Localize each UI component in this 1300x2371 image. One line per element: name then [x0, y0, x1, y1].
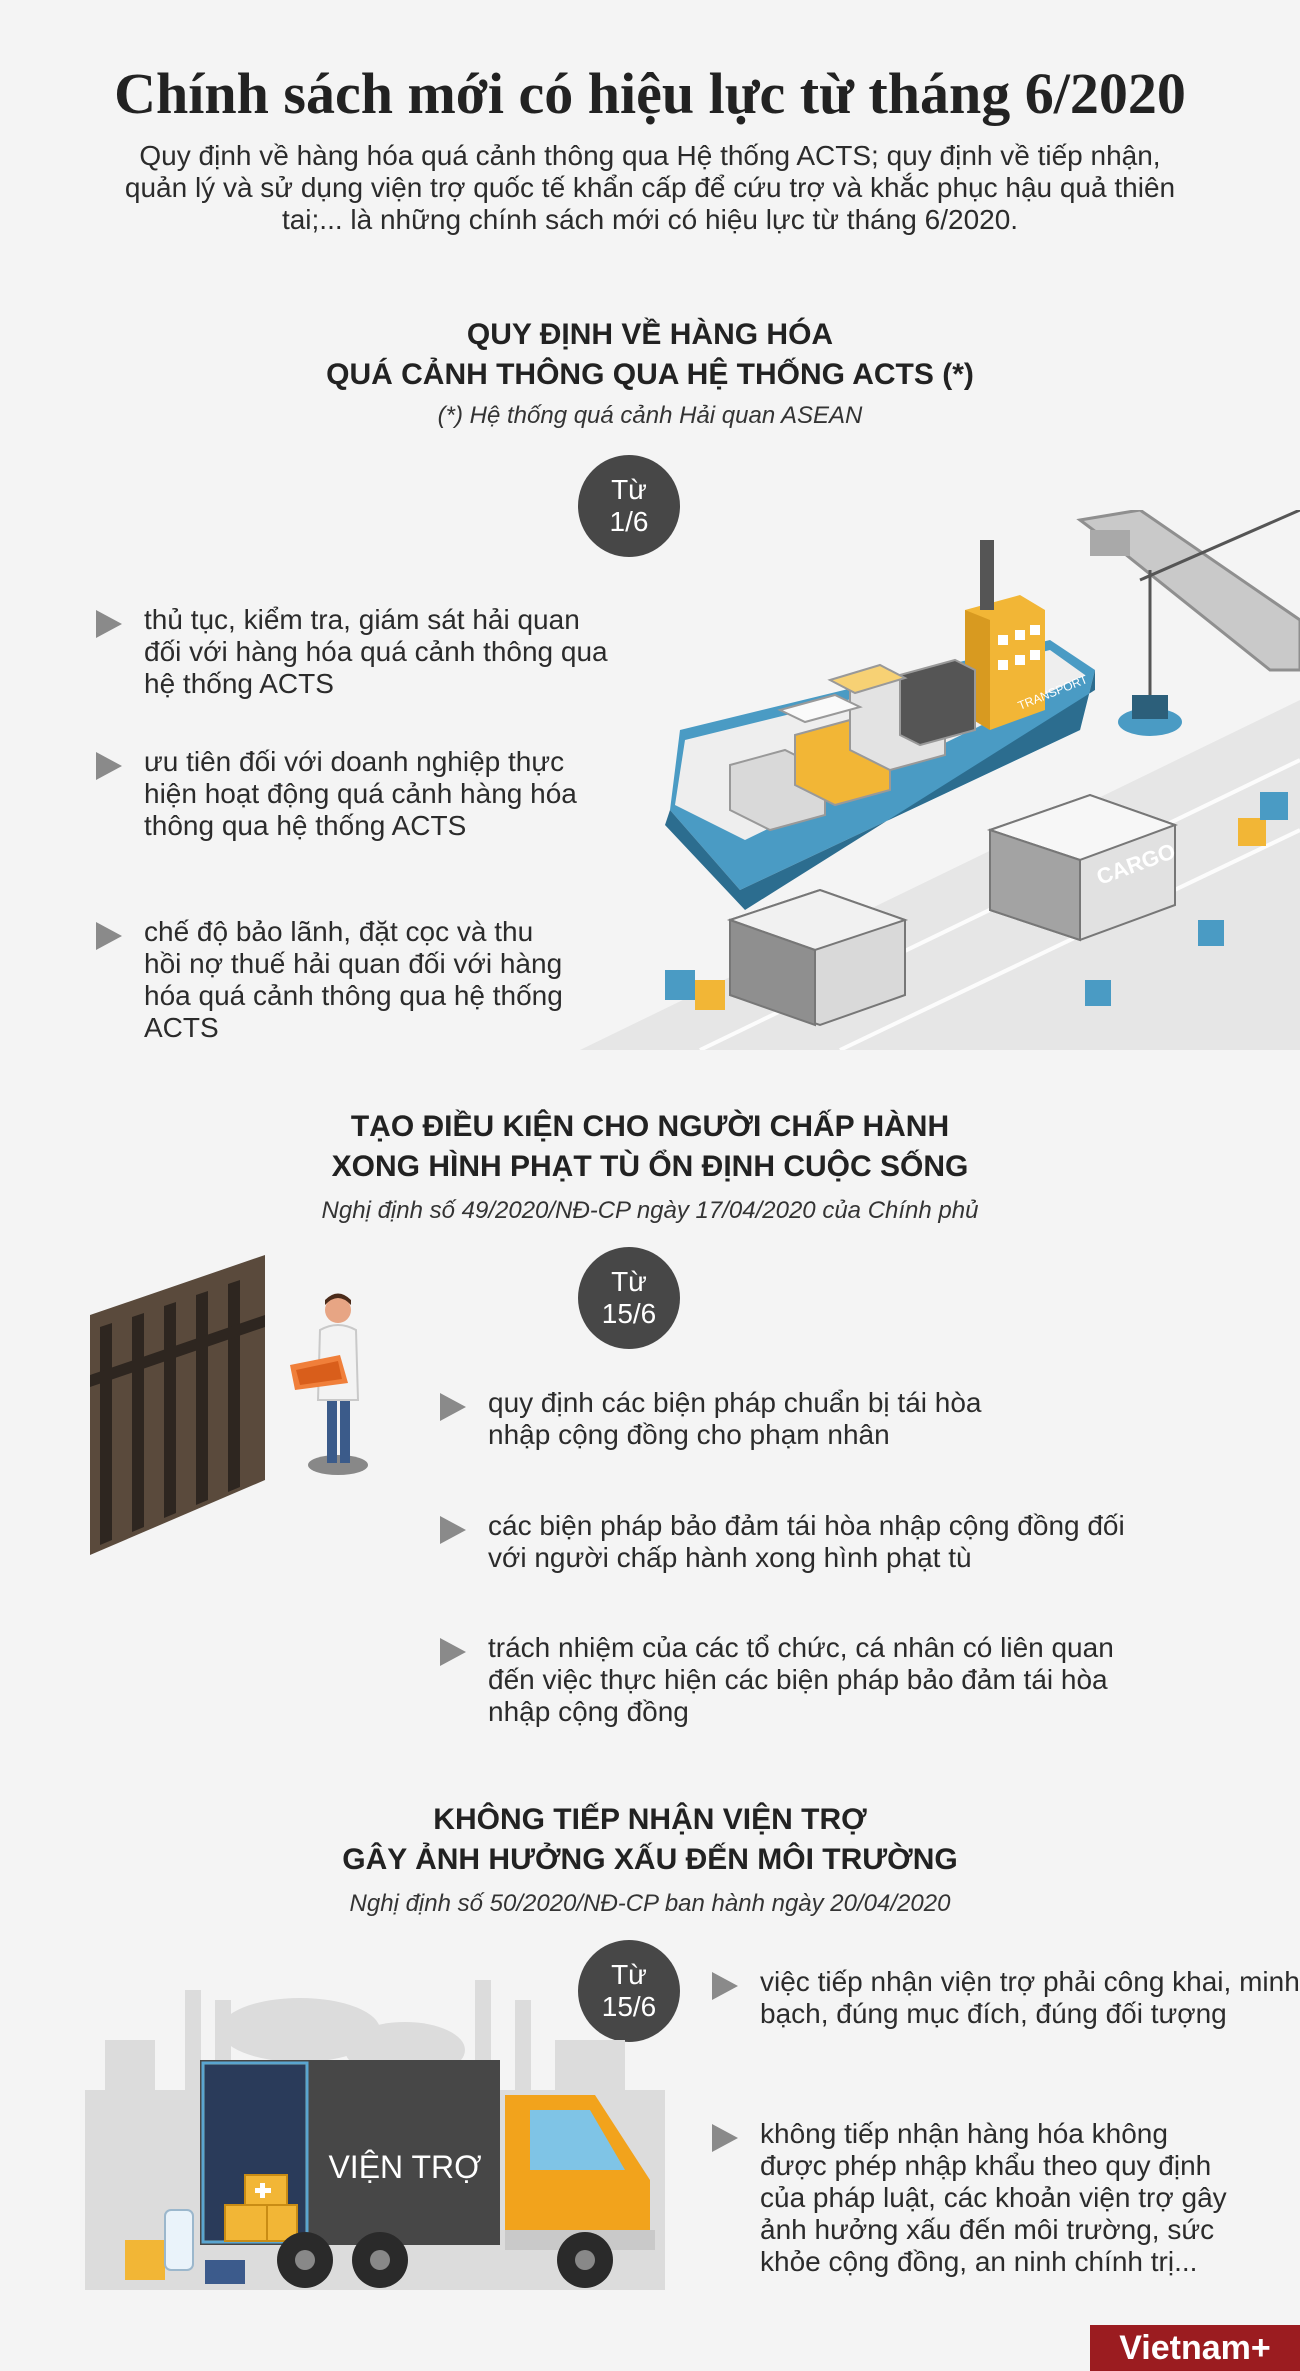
- badge-date: 1/6: [609, 506, 649, 537]
- bullet-arrow-icon: [96, 752, 122, 780]
- vietnamplus-logo: Vietnam+: [1090, 2325, 1300, 2371]
- section-3-title-line2: GÂY ẢNH HƯỞNG XẤU ĐẾN MÔI TRƯỜNG: [342, 1843, 958, 1876]
- section-3-date-badge: Từ 15/6: [578, 1940, 680, 2042]
- badge-label: Từ: [611, 474, 647, 505]
- bullet-arrow-icon: [440, 1516, 466, 1544]
- truck-label: VIỆN TRỢ: [328, 2149, 481, 2185]
- section-1-title-line2: QUÁ CẢNH THÔNG QUA HỆ THỐNG ACTS (*): [326, 358, 974, 391]
- bullet-arrow-icon: [440, 1393, 466, 1421]
- section-1-bullet-2: ưu tiên đối với doanh nghiệp thực hiện h…: [144, 746, 577, 841]
- bullet-arrow-icon: [712, 1972, 738, 2000]
- section-1-subtitle: (*) Hệ thống quá cảnh Hải quan ASEAN: [437, 402, 863, 429]
- section-1-bullet-1: thủ tục, kiểm tra, giám sát hải quan đối…: [144, 604, 608, 699]
- bullet-arrow-icon: [440, 1638, 466, 1666]
- section-3-bullet-2: không tiếp nhận hàng hóa không được phép…: [760, 2118, 1227, 2277]
- bullet-arrow-icon: [96, 922, 122, 950]
- bullet-arrow-icon: [712, 2124, 738, 2152]
- section-2-bullet-3: trách nhiệm của các tổ chức, cá nhân có …: [488, 1632, 1114, 1727]
- section-2-subtitle: Nghị định số 49/2020/NĐ-CP ngày 17/04/20…: [321, 1197, 979, 1224]
- badge-label: Từ: [611, 1959, 647, 1990]
- section-2-title-line1: TẠO ĐIỀU KIỆN CHO NGƯỜI CHẤP HÀNH: [350, 1110, 950, 1143]
- badge-date: 15/6: [601, 1991, 657, 2022]
- section-3-title: KHÔNG TIẾP NHẬN VIỆN TRỢ GÂY ẢNH HƯỞNG X…: [0, 1800, 1300, 1880]
- section-2-bullet-2: các biện pháp bảo đảm tái hòa nhập cộng …: [488, 1510, 1125, 1573]
- aid-truck-illustration: VIỆN TRỢ: [85, 1980, 665, 2290]
- page-title: Chính sách mới có hiệu lực từ tháng 6/20…: [114, 61, 1186, 126]
- cargo-port-illustration: TRANSPORT CARGO: [580, 510, 1300, 1050]
- section-3-title-line1: KHÔNG TIẾP NHẬN VIỆN TRỢ: [433, 1803, 867, 1836]
- section-1-title: QUY ĐỊNH VỀ HÀNG HÓA QUÁ CẢNH THÔNG QUA …: [0, 315, 1300, 395]
- badge-date: 15/6: [601, 1298, 657, 1329]
- section-3-subtitle: Nghị định số 50/2020/NĐ-CP ban hành ngày…: [349, 1890, 951, 1917]
- section-1-bullet-3: chế độ bảo lãnh, đặt cọc và thu hồi nợ t…: [144, 916, 563, 1043]
- prison-release-illustration: [90, 1255, 368, 1555]
- section-1-date-badge: Từ 1/6: [578, 455, 680, 557]
- section-2-date-badge: Từ 15/6: [578, 1247, 680, 1349]
- badge-label: Từ: [611, 1266, 647, 1297]
- section-2-bullet-1: quy định các biện pháp chuẩn bị tái hòa …: [488, 1387, 982, 1450]
- section-1-title-line1: QUY ĐỊNH VỀ HÀNG HÓA: [466, 318, 834, 351]
- section-2-title-line2: XONG HÌNH PHẠT TÙ ỔN ĐỊNH CUỘC SỐNG: [331, 1150, 969, 1183]
- section-3-bullet-1: việc tiếp nhận viện trợ phải công khai, …: [760, 1966, 1300, 2029]
- intro-text: Quy định về hàng hóa quá cảnh thông qua …: [124, 140, 1176, 235]
- section-2-title: TẠO ĐIỀU KIỆN CHO NGƯỜI CHẤP HÀNH XONG H…: [0, 1107, 1300, 1187]
- bullet-arrow-icon: [96, 610, 122, 638]
